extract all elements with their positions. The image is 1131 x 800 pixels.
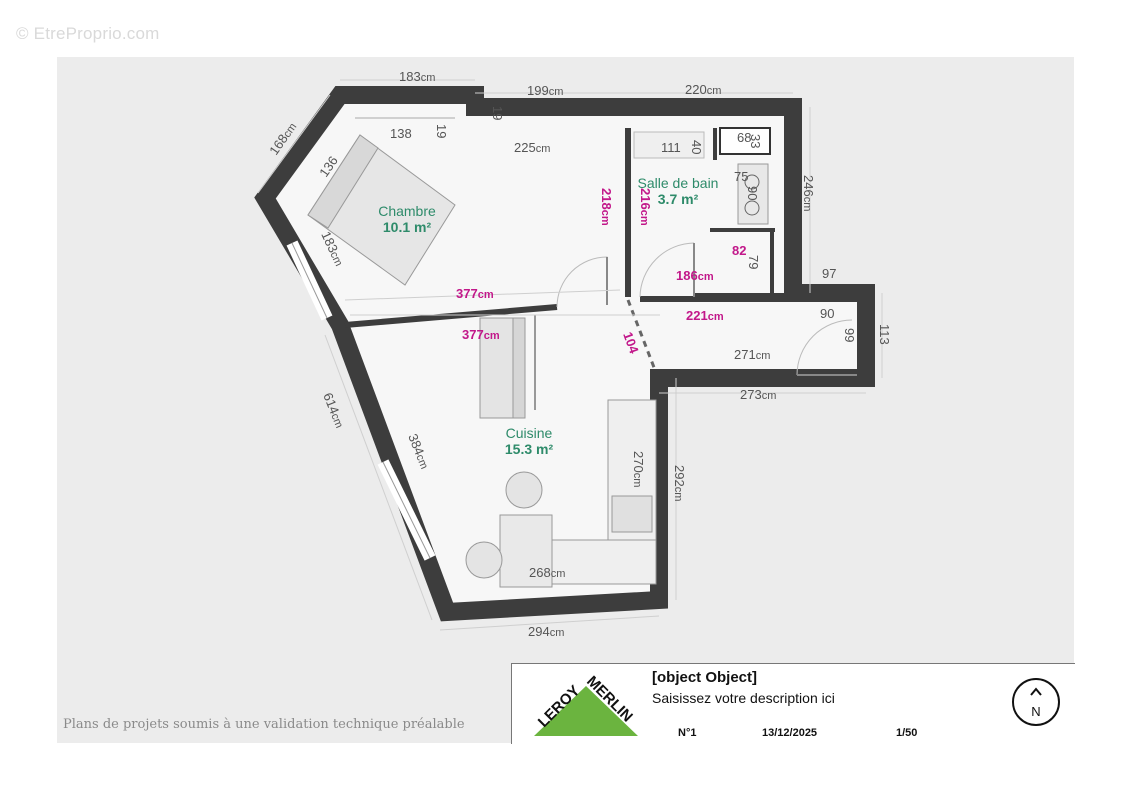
room-name: Salle de bain xyxy=(638,175,719,191)
dim-79: 79 xyxy=(746,255,761,269)
dim-top-19: 19 xyxy=(490,106,505,120)
north-compass: N xyxy=(1012,678,1060,726)
plan-number: N°1 xyxy=(678,727,697,739)
dim-top-183: 183cm xyxy=(399,69,435,84)
room-area: 10.1 m² xyxy=(383,219,432,235)
dim-right-97: 97 xyxy=(822,266,836,281)
dim-top-199: 199cm xyxy=(527,83,563,98)
project-title: [object Object] xyxy=(652,669,758,686)
dim-right-113: 113 xyxy=(877,324,892,345)
shower xyxy=(633,131,705,159)
watermark: © EtreProprio.com xyxy=(16,24,160,43)
plan-date: 13/12/2025 xyxy=(762,727,818,739)
dim-bath-216: 216cm xyxy=(638,188,653,226)
dim-19: 19 xyxy=(434,124,449,138)
dim-90: 90 xyxy=(745,186,760,200)
dim-377a: 377cm xyxy=(456,286,494,301)
toilet xyxy=(719,127,771,155)
room-area: 15.3 m² xyxy=(505,441,554,457)
dim-right-246: 246cm xyxy=(801,175,816,211)
chair xyxy=(465,541,503,579)
exterior-wall xyxy=(254,86,875,622)
plan-scale: 1/50 xyxy=(896,727,918,739)
room-name: Chambre xyxy=(378,203,436,219)
door-bedroom xyxy=(556,256,608,308)
dim-right-292: 292cm xyxy=(672,465,687,501)
sink xyxy=(737,163,769,225)
door-entry xyxy=(796,319,853,376)
dim-82: 82 xyxy=(732,243,746,258)
dim-377b: 377cm xyxy=(462,327,500,342)
sofa xyxy=(479,317,526,419)
compass-label: N xyxy=(1031,704,1041,719)
chevron-up-icon xyxy=(1030,687,1042,696)
leroy-merlin-logo: LEROY MERLIN xyxy=(534,673,638,736)
dim-90b: 90 xyxy=(820,306,834,321)
dim-111: 111 xyxy=(661,140,681,155)
bed xyxy=(307,134,456,286)
dim-bath-218: 218cm xyxy=(599,188,614,226)
dim-door-104: 104 xyxy=(620,330,642,356)
dim-221: 221cm xyxy=(686,308,724,323)
kitchen-counter xyxy=(551,399,657,585)
dim-225: 225cm xyxy=(514,140,550,155)
dim-138: 138 xyxy=(390,126,412,141)
door-bathroom xyxy=(639,242,695,298)
chair xyxy=(505,471,543,509)
dim-99: 99 xyxy=(842,328,857,342)
dim-68: 68 xyxy=(737,130,751,145)
dim-40: 40 xyxy=(689,140,704,154)
dim-271: 271cm xyxy=(734,347,770,362)
room-name: Cuisine xyxy=(506,425,553,441)
dim-top-220: 220cm xyxy=(685,82,721,97)
dim-below-273: 273cm xyxy=(740,387,776,402)
dining-table xyxy=(499,514,553,588)
dim-268: 268cm xyxy=(529,565,565,580)
dim-75: 75 xyxy=(734,169,748,184)
disclaimer: Plans de projets soumis à une validation… xyxy=(63,717,465,732)
dimension-lines xyxy=(257,79,883,631)
dim-33: 33 xyxy=(748,134,763,148)
dim-bottom-294: 294cm xyxy=(528,624,564,639)
project-description[interactable]: Saisissez votre description ici xyxy=(652,690,835,706)
dim-left-614: 614cm xyxy=(320,391,348,430)
pink-dimensions: 218cm 216cm 82 186cm 377cm 377cm 221cm 1… xyxy=(456,188,746,356)
dim-270: 270cm xyxy=(631,451,646,487)
door-kitchen xyxy=(626,299,657,371)
dim-bath-186: 186cm xyxy=(676,268,714,283)
room-area: 3.7 m² xyxy=(658,191,699,207)
wall-bedroom-kitchen xyxy=(344,304,558,328)
title-block: LEROY MERLIN [object Object] Saisissez v… xyxy=(511,663,1075,744)
